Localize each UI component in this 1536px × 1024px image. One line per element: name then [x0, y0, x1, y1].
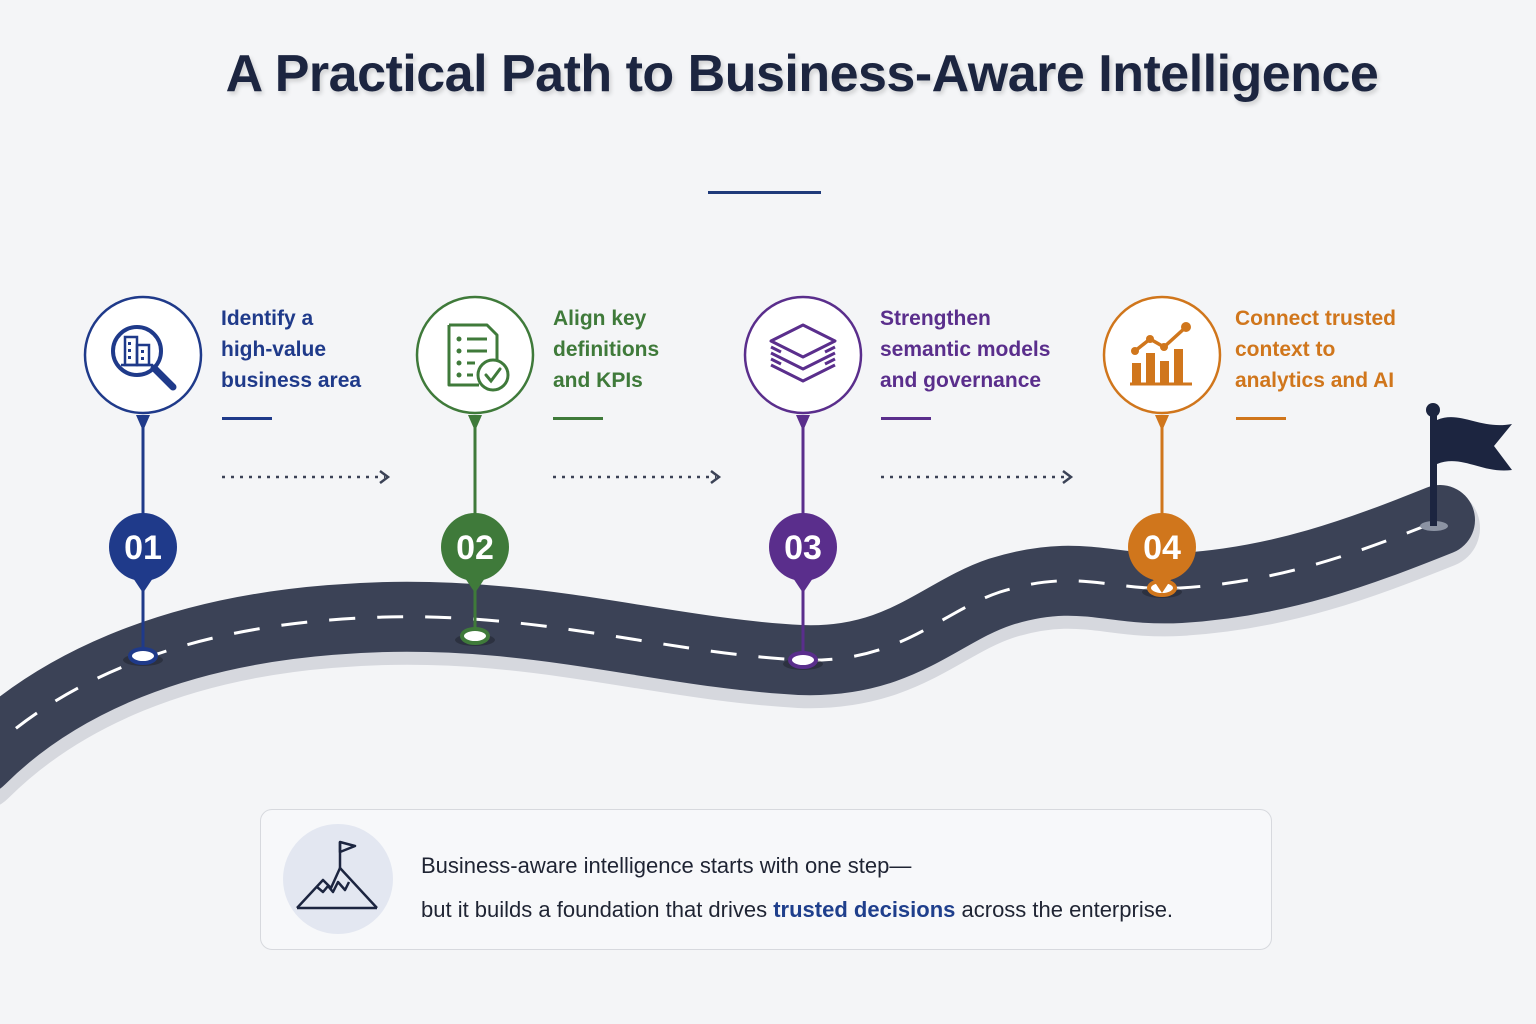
step-2-line-3: and KPIs [553, 369, 643, 392]
step-1-line-2: high-value [221, 338, 327, 361]
step-4-pin: 04 [1102, 295, 1222, 598]
step-3-line-3: and governance [880, 369, 1042, 392]
flag-icon [1420, 403, 1512, 531]
callout-line-2: but it builds a foundation that drives t… [421, 888, 1173, 932]
mountain-flag-icon [283, 824, 393, 934]
summary-callout: Business-aware intelligence starts with … [260, 809, 1272, 950]
step-2-line-1: Align key [553, 307, 647, 330]
step-2-number: 02 [456, 529, 494, 567]
callout-text: Business-aware intelligence starts with … [421, 844, 1173, 932]
step-1-pin: 01 [83, 295, 203, 666]
layers-icon [769, 323, 837, 383]
step-3-line-2: semantic models [880, 338, 1051, 361]
callout-line-1: Business-aware intelligence starts with … [421, 853, 912, 878]
step-2-line-2: definitions [553, 338, 660, 361]
step-1-rule [222, 417, 272, 420]
step-1-line-1: Identify a [221, 307, 314, 330]
callout-highlight: trusted decisions [773, 897, 956, 922]
step-arrows [222, 470, 1074, 484]
road [0, 485, 1475, 789]
step-1-number: 01 [124, 529, 162, 567]
title-underline [708, 191, 821, 194]
step-3-number: 03 [784, 529, 822, 567]
step-3-pin: 03 [743, 295, 863, 670]
step-4-line-2: context to [1235, 338, 1336, 361]
step-3-text: Strengthen semantic models and governanc… [880, 303, 1080, 396]
step-4-text: Connect trusted context to analytics and… [1235, 303, 1435, 396]
step-1-line-3: business area [221, 369, 362, 392]
step-2-pin: 02 [415, 295, 535, 646]
step-1-text: Identify a high-value business area [221, 303, 421, 396]
bar-chart-trend-icon [1130, 322, 1192, 386]
step-2-text: Align key definitions and KPIs [553, 303, 753, 396]
step-4-line-1: Connect trusted [1235, 307, 1397, 330]
step-4-line-3: analytics and AI [1235, 369, 1395, 392]
step-2-rule [553, 417, 603, 420]
page-title: A Practical Path to Business-Aware Intel… [225, 45, 1379, 103]
step-3-rule [881, 417, 931, 420]
checklist-icon [447, 323, 510, 392]
step-4-rule [1236, 417, 1286, 420]
step-3-line-1: Strengthen [880, 307, 991, 330]
callout-line-2-end: across the enterprise. [955, 897, 1174, 922]
building-search-icon [111, 325, 177, 391]
callout-line-2-start: but it builds a foundation that drives [421, 897, 774, 922]
step-4-number: 04 [1143, 529, 1181, 567]
